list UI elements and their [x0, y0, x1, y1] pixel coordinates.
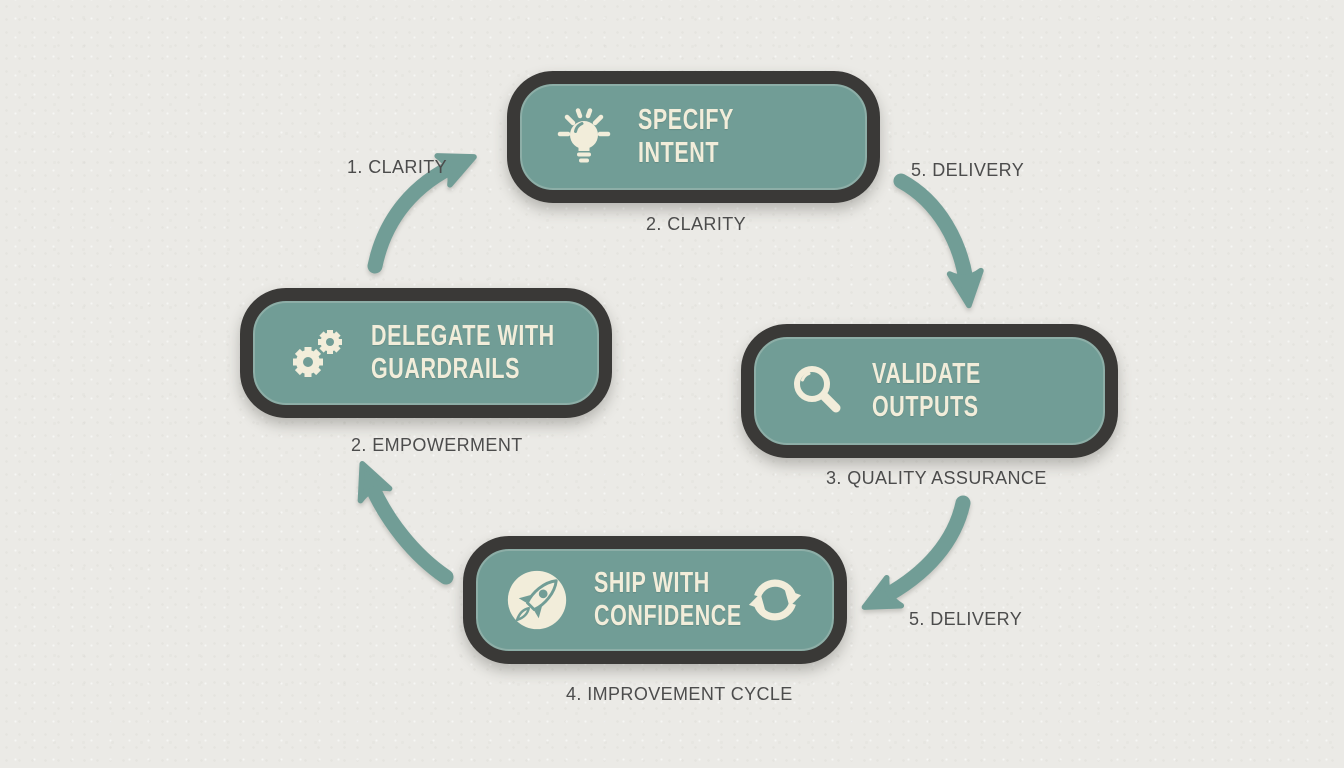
label-step-4-improvement-cycle: 4. IMPROVEMENT CYCLE: [566, 684, 793, 704]
node-title: SHIP WITH CONFIDENCE: [594, 567, 742, 633]
node-title-line: VALIDATE: [872, 357, 981, 390]
node-title: SPECIFY INTENT: [638, 104, 734, 170]
node-title-line: SPECIFY: [638, 103, 734, 136]
node-title-line: OUTPUTS: [872, 391, 979, 423]
node-title-line: SHIP WITH: [594, 566, 710, 599]
arrow-specify-to-validate: [893, 173, 984, 309]
node-title: DELEGATE WITH GUARDRAILS: [371, 320, 555, 386]
arrow-ship-to-delegate: [357, 461, 454, 585]
node-title-line: CONFIDENCE: [594, 600, 742, 632]
label-step-3-quality-assurance: 3. QUALITY ASSURANCE: [826, 468, 1047, 488]
label-step-5-delivery-top: 5. DELIVERY: [911, 160, 1025, 180]
gears-icon: [285, 321, 349, 385]
label-step-2-clarity: 2. CLARITY: [646, 214, 747, 234]
node-title-line: GUARDRAILS: [371, 353, 520, 385]
label-step-2-empowerment: 2. EMPOWERMENT: [351, 435, 523, 455]
node-specify-intent: SPECIFY INTENT: [507, 71, 880, 203]
magnifier-icon: [786, 359, 850, 423]
node-delegate-with-guardrails: DELEGATE WITH GUARDRAILS: [240, 288, 612, 418]
arrow-validate-to-ship: [861, 495, 971, 610]
label-step-1-clarity: 1. CLARITY: [347, 157, 448, 177]
rocket-icon: [502, 565, 572, 635]
cycle-arrows-icon: [746, 571, 804, 629]
label-step-5-delivery-bottom: 5. DELIVERY: [909, 609, 1023, 629]
node-validate-outputs: VALIDATE OUTPUTS: [741, 324, 1118, 458]
arrow-up-to-specify-intent: [367, 153, 477, 274]
node-title-line: DELEGATE WITH: [371, 319, 555, 352]
node-title: VALIDATE OUTPUTS: [872, 358, 981, 424]
node-ship-with-confidence: SHIP WITH CONFIDENCE: [463, 536, 847, 664]
node-title-line: INTENT: [638, 137, 720, 169]
lightbulb-icon: [552, 105, 616, 169]
